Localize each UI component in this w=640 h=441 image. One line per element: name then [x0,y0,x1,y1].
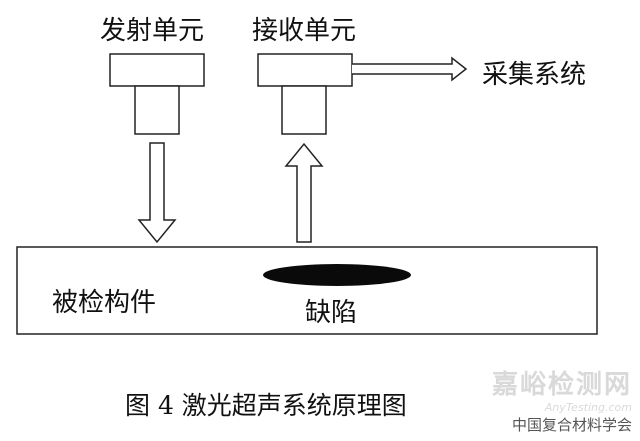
watermark: 嘉峪检测网 AnyTesting.com 中国复合材料学会 [492,364,632,435]
watermark-org: 中国复合材料学会 [511,416,632,434]
transmitter-head-box [109,53,205,87]
arrow-up-receiver [284,142,324,243]
defect-label: 缺陷 [305,298,358,328]
receiver-head-box [257,53,353,87]
transmitter-label: 发射单元 [100,16,205,46]
acquisition-label: 采集系统 [482,60,587,90]
specimen-label: 被检构件 [52,288,157,318]
arrow-down-transmitter [137,142,177,244]
transmitter-body-box [134,85,180,135]
watermark-url: AnyTesting.com [544,401,632,414]
receiver-body-box [281,85,327,135]
receiver-label: 接收单元 [252,16,357,46]
arrow-to-acquisition [352,56,468,82]
specimen-box [16,246,598,335]
defect-ellipse [263,264,411,286]
figure-caption: 图 4 激光超声系统原理图 [125,391,407,420]
watermark-site: 嘉峪检测网 [491,370,632,400]
